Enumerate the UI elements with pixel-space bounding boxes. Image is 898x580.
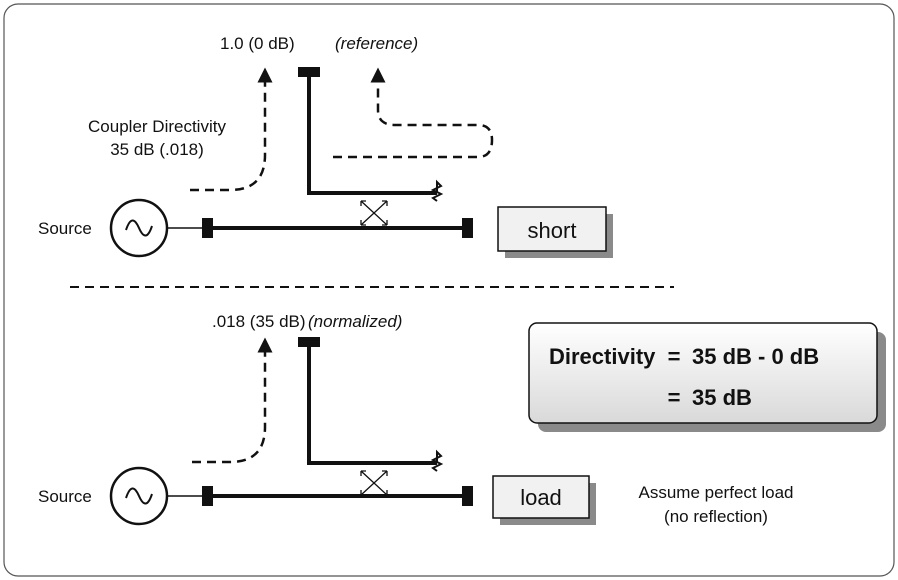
sine-icon-top <box>125 219 153 237</box>
reference-note: (reference) <box>335 34 418 53</box>
input-port-top <box>202 218 213 238</box>
coupled-termination-icon <box>430 179 444 202</box>
equation-box: Directivity = 35 dB - 0 dB = 35 dB <box>528 322 886 432</box>
normalized-note: (normalized) <box>308 312 402 331</box>
equation-rhs-1: 35 dB - 0 dB <box>692 344 819 369</box>
bottom-diagram: .018 (35 dB) (normalized) Source load As… <box>38 312 793 526</box>
output-port-bottom <box>462 486 473 506</box>
top-diagram: 1.0 (0 dB) (reference) Coupler Directivi… <box>38 34 613 258</box>
coupled-arm-bottom <box>307 347 437 465</box>
output-port-top <box>462 218 473 238</box>
coupled-termination-icon-bottom <box>430 449 444 472</box>
equation-box-panel <box>528 322 878 424</box>
coupling-cross-icon-bottom <box>360 470 388 496</box>
coupled-port <box>298 67 320 77</box>
equation-rhs-2: 35 dB <box>692 385 752 410</box>
coupled-port-bottom <box>298 337 320 347</box>
reference-value: 1.0 (0 dB) <box>220 34 295 53</box>
coupler-label-line1: Coupler Directivity <box>88 117 226 136</box>
reflection-path <box>333 67 494 159</box>
assume-label-line1: Assume perfect load <box>639 483 794 502</box>
directivity-leak-path-bottom <box>192 337 273 464</box>
coupling-cross-icon <box>360 200 388 226</box>
coupled-arm <box>307 77 437 195</box>
equation-equals-2: = <box>668 385 681 410</box>
load-box <box>492 475 590 519</box>
sine-icon-bottom <box>125 487 153 505</box>
assume-label-line2: (no reflection) <box>664 507 768 526</box>
equation-equals-1: = <box>668 344 681 369</box>
input-port-bottom <box>202 486 213 506</box>
short-box <box>497 206 607 252</box>
equation-term-directivity: Directivity <box>549 344 656 369</box>
outer-frame <box>3 3 895 577</box>
source-label-top: Source <box>38 219 92 238</box>
load-label: load <box>520 485 562 510</box>
directivity-leak-path <box>190 67 273 192</box>
coupler-label-line2: 35 dB (.018) <box>110 140 204 159</box>
normalized-value: .018 (35 dB) <box>212 312 306 331</box>
short-label: short <box>528 218 577 243</box>
source-label-bottom: Source <box>38 487 92 506</box>
